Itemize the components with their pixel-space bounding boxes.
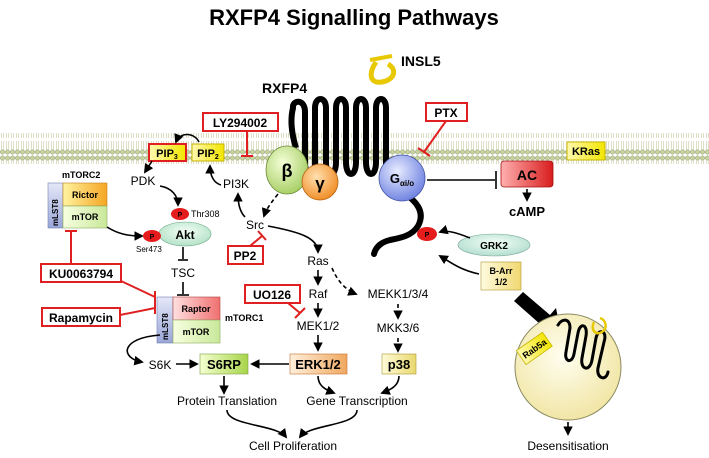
pip2-box: [191, 143, 225, 162]
p38-box: [381, 353, 417, 375]
mtorc2-mtor-label: mTOR: [72, 212, 99, 222]
ac-box: [500, 160, 554, 188]
desensitisation-label: Desensitisation: [527, 439, 608, 453]
mtorc1-label: mTORC1: [225, 313, 263, 323]
mek-label: MEK1/2: [297, 319, 340, 333]
akt-p-ser473: [143, 230, 161, 242]
barr-to-receptor-arrow: [438, 255, 480, 275]
uo126-label: UO126: [253, 288, 291, 302]
ku0063794-label: KU0063794: [49, 267, 113, 281]
pp2-label: PP2: [234, 249, 257, 263]
grk2-to-p-arrow: [438, 225, 471, 239]
pip3-box: [148, 143, 187, 162]
mtorc1-lst8-label: mLST8: [161, 313, 170, 340]
pip3-to-pdk-arrow: [143, 160, 154, 174]
s6rp-label: S6RP: [207, 357, 241, 372]
s6k-label: S6K: [149, 358, 172, 372]
mekk-label: MEKK1/3/4: [368, 287, 429, 301]
g-beta-label: β: [282, 161, 293, 181]
src-to-ras-arrow: [267, 225, 323, 254]
src-to-pi3k-arrow: [233, 192, 246, 218]
src-label: Src: [246, 218, 264, 232]
pip2-to-pip3-arrow: [174, 133, 200, 144]
pdk-to-akt-arrow: [159, 185, 183, 207]
g-alpha-label: Gαi/o: [390, 171, 414, 188]
thr308-label: Thr308: [191, 209, 220, 219]
akt-p-thr308-label: P: [178, 212, 183, 219]
mtorc2-mtor-box: [62, 205, 108, 229]
rab5a-box: [515, 331, 553, 366]
pp2-box: [227, 245, 264, 265]
pi3k-to-pip2-arrow: [205, 164, 222, 186]
erk-label: ERK1/2: [295, 357, 341, 372]
camp-label: cAMP: [509, 204, 545, 219]
grk2-node: [457, 233, 531, 257]
mtorc1-mtor-label: mTOR: [183, 327, 210, 337]
mtorc2-to-akt-arrow: [106, 226, 144, 241]
barr-box: [480, 261, 522, 291]
receptor-p: [417, 227, 437, 241]
uo126-box: [244, 284, 301, 304]
mtorc2-lst8-label: mLST8: [51, 199, 60, 226]
rxfp4-label: RXFP4: [262, 80, 307, 96]
rictor-label: Rictor: [72, 190, 99, 200]
erk-box: [289, 353, 348, 375]
raptor-label: Raptor: [182, 304, 211, 314]
g-alpha-subunit: [378, 154, 426, 202]
rxfp4-receptor: [290, 96, 424, 257]
insl5-ligand: [368, 54, 397, 85]
akt-p-ser473-label: P: [150, 234, 155, 241]
ras-to-mekk-arrow: [331, 267, 358, 296]
kras-box: [566, 141, 606, 161]
mkk-label: MKK3/6: [377, 321, 420, 335]
akt-label: Akt: [175, 228, 194, 242]
ptx-label: PTX: [434, 106, 457, 120]
gbeta-to-src-arrow: [261, 193, 279, 218]
akt-p-thr308: [171, 208, 189, 220]
mtorc2-label: mTORC2: [62, 170, 100, 180]
pip2-label: PIP2: [197, 148, 219, 161]
diagram-title: RXFP4 Signalling Pathways: [209, 5, 499, 30]
rapamycin-label: Rapamycin: [49, 311, 113, 325]
ly294002-box: [202, 112, 279, 132]
insl5-label: INSL5: [401, 53, 441, 69]
g-gamma-subunit: [301, 163, 339, 201]
pi3k-label: PI3K: [223, 177, 249, 191]
rapamycin-box: [41, 307, 121, 327]
ser473-label: Ser473: [136, 245, 162, 254]
g-gamma-label: γ: [315, 174, 325, 193]
tsc-label: TSC: [171, 266, 195, 280]
ku0063794-box: [40, 263, 122, 283]
raf-label: Raf: [309, 287, 328, 301]
p38-label: p38: [388, 357, 410, 372]
cell-proliferation-label: Cell Proliferation: [249, 439, 337, 453]
barr-label-1: B-Arr: [489, 266, 512, 276]
barr-label-2: 1/2: [495, 277, 508, 287]
receptor-p-label: P: [425, 232, 430, 239]
pip3-label: PIP3: [156, 148, 178, 161]
ras-label: Ras: [307, 254, 328, 268]
kras-label: KRas: [572, 146, 600, 158]
mtorc1-mtor-box: [172, 319, 221, 344]
gene-transcription-label: Gene Transcription: [306, 394, 407, 408]
protein-translation-label: Protein Translation: [177, 394, 277, 408]
ac-label: AC: [517, 167, 537, 183]
ly294002-label: LY294002: [213, 116, 268, 130]
grk2-label: GRK2: [480, 241, 508, 252]
s6rp-box: [199, 353, 249, 375]
internalised-receptor: [556, 318, 610, 380]
mtorc1-to-s6k-arrow: [126, 334, 161, 366]
pdk-label: PDK: [131, 174, 156, 188]
ptx-box: [425, 102, 468, 122]
